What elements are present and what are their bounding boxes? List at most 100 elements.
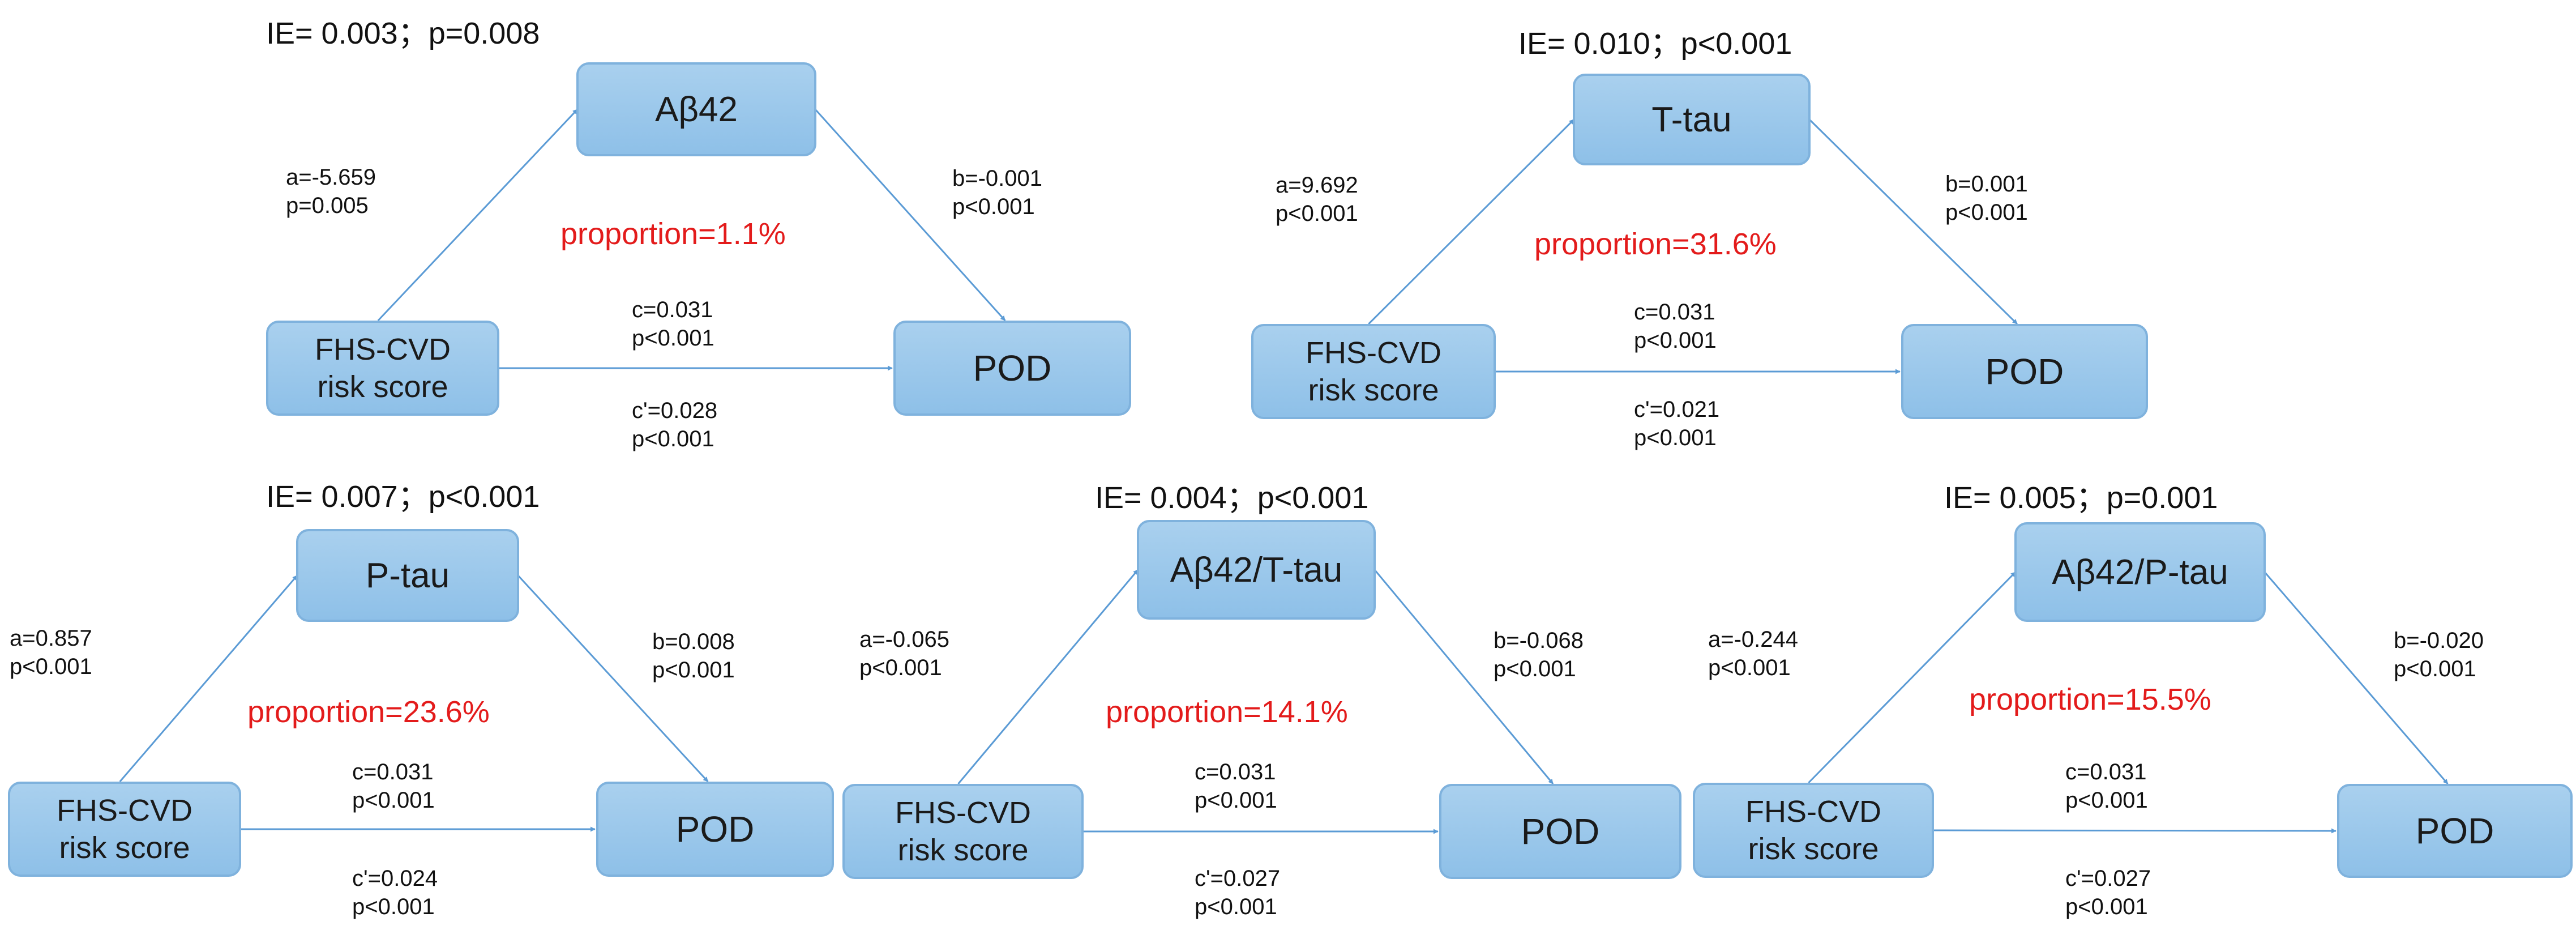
- total-effect-coefficient-value: c=0.031: [1195, 760, 1276, 784]
- path-b-coefficient-p-value: p<0.001: [652, 658, 735, 682]
- arrow-a-path: [377, 108, 579, 322]
- exposure-label-line2: risk score: [1748, 832, 1879, 866]
- outcome-box: POD: [2337, 784, 2573, 878]
- path-b-coefficient-value: b=-0.068: [1494, 628, 1584, 653]
- path-a-coefficient-value: a=9.692: [1276, 173, 1358, 198]
- indirect-effect-label: IE= 0.010；p<0.001: [1518, 27, 1792, 61]
- proportion-mediated-label: proportion=31.6%: [1534, 227, 1777, 261]
- direct-effect-coefficient: c'=0.024 p<0.001: [352, 864, 438, 921]
- path-a-coefficient-p-value: p<0.001: [10, 654, 92, 679]
- direct-effect-coefficient-value: c'=0.024: [352, 866, 438, 891]
- path-b-coefficient-p-value: p<0.001: [2394, 656, 2476, 681]
- indirect-effect-label: IE= 0.005；p=0.001: [1944, 481, 2218, 515]
- path-b-coefficient-value: b=0.008: [652, 629, 735, 654]
- path-a-coefficient-p-value: p<0.001: [859, 655, 942, 680]
- path-b-coefficient-value: b=0.001: [1945, 172, 2028, 197]
- exposure-label-line1: FHS-CVD: [57, 794, 192, 827]
- total-effect-coefficient-p-value: p<0.001: [1634, 328, 1717, 353]
- exposure-label-line2: risk score: [897, 833, 1029, 867]
- direct-effect-coefficient: c'=0.027 p<0.001: [1195, 864, 1280, 921]
- path-b-coefficient-value: b=-0.001: [952, 166, 1043, 191]
- path-a-coefficient-value: a=-5.659: [286, 165, 376, 190]
- path-a-coefficient-value: a=-0.065: [859, 627, 950, 652]
- path-b-coefficient-value: b=-0.020: [2394, 628, 2484, 653]
- total-effect-coefficient-p-value: p<0.001: [1195, 788, 1277, 813]
- indirect-effect-label: IE= 0.007；p<0.001: [266, 480, 540, 514]
- arrow-b-path: [1373, 569, 1554, 784]
- path-b-coefficient-p-value: p<0.001: [952, 194, 1035, 219]
- path-a-coefficient: a=0.857 p<0.001: [10, 624, 92, 681]
- total-effect-coefficient: c=0.031 p<0.001: [2065, 758, 2148, 814]
- direct-effect-coefficient-p-value: p<0.001: [1634, 425, 1717, 450]
- arrow-a-path: [119, 575, 298, 782]
- total-effect-coefficient-p-value: p<0.001: [2065, 788, 2148, 813]
- outcome-box: POD: [1901, 324, 2148, 419]
- direct-effect-coefficient-value: c'=0.027: [1195, 866, 1281, 891]
- proportion-mediated-label: proportion=15.5%: [1969, 682, 2211, 716]
- total-effect-coefficient-p-value: p<0.001: [632, 326, 714, 351]
- direct-effect-coefficient-p-value: p<0.001: [2065, 894, 2148, 919]
- direct-effect-coefficient-value: c'=0.028: [632, 398, 718, 423]
- mediator-box: T-tau: [1573, 74, 1811, 165]
- total-effect-coefficient-value: c=0.031: [632, 297, 713, 322]
- arrow-direct-path: [1933, 828, 2337, 834]
- outcome-box: POD: [893, 321, 1131, 416]
- path-a-coefficient: a=-0.065 p<0.001: [859, 625, 949, 682]
- proportion-mediated-label: proportion=14.1%: [1106, 695, 1348, 729]
- arrow-a-path: [1368, 118, 1575, 325]
- path-b-coefficient: b=-0.001 p<0.001: [952, 164, 1042, 221]
- path-a-coefficient-p-value: p=0.005: [286, 193, 369, 218]
- exposure-label-line1: FHS-CVD: [315, 332, 451, 366]
- path-a-coefficient-p-value: p<0.001: [1708, 655, 1791, 680]
- proportion-mediated-label: proportion=1.1%: [560, 217, 786, 251]
- path-b-coefficient: b=-0.020 p<0.001: [2394, 626, 2484, 683]
- exposure-label-line1: FHS-CVD: [1745, 795, 1881, 829]
- indirect-effect-label: IE= 0.003；p=0.008: [266, 16, 540, 50]
- mediator-box: P-tau: [296, 529, 519, 622]
- direct-effect-coefficient-p-value: p<0.001: [352, 894, 435, 919]
- total-effect-coefficient-value: c=0.031: [1634, 300, 1715, 325]
- path-b-coefficient: b=0.001 p<0.001: [1945, 170, 2028, 227]
- path-a-coefficient-value: a=0.857: [10, 626, 92, 651]
- total-effect-coefficient: c=0.031 p<0.001: [632, 296, 714, 352]
- direct-effect-coefficient-p-value: p<0.001: [632, 426, 714, 451]
- exposure-label-line1: FHS-CVD: [895, 796, 1031, 830]
- arrow-b-path: [2263, 571, 2449, 784]
- total-effect-coefficient: c=0.031 p<0.001: [352, 758, 435, 814]
- total-effect-coefficient: c=0.031 p<0.001: [1195, 758, 1277, 814]
- direct-effect-coefficient-value: c'=0.021: [1634, 397, 1720, 422]
- arrow-b-path: [814, 108, 1006, 322]
- arrow-a-path: [1808, 571, 2017, 784]
- exposure-label-line2: risk score: [1308, 373, 1439, 407]
- outcome-box: POD: [596, 782, 834, 877]
- proportion-mediated-label: proportion=23.6%: [247, 695, 490, 729]
- direct-effect-coefficient-value: c'=0.027: [2065, 866, 2151, 891]
- direct-effect-coefficient: c'=0.021 p<0.001: [1634, 395, 1719, 452]
- arrow-b-path: [1808, 118, 2018, 325]
- total-effect-coefficient-p-value: p<0.001: [352, 788, 435, 813]
- mediator-box: Aβ42/T-tau: [1137, 520, 1376, 620]
- total-effect-coefficient-value: c=0.031: [352, 760, 434, 784]
- total-effect-coefficient-value: c=0.031: [2065, 760, 2147, 784]
- exposure-box: FHS-CVD risk score: [8, 782, 241, 877]
- direct-effect-coefficient: c'=0.027 p<0.001: [2065, 864, 2151, 921]
- path-b-coefficient-p-value: p<0.001: [1945, 200, 2028, 225]
- direct-effect-coefficient: c'=0.028 p<0.001: [632, 396, 717, 453]
- exposure-label-line2: risk score: [59, 831, 190, 865]
- exposure-label-line1: FHS-CVD: [1306, 336, 1441, 370]
- outcome-box: POD: [1439, 784, 1681, 879]
- arrow-b-path: [517, 574, 709, 783]
- direct-effect-coefficient-p-value: p<0.001: [1195, 894, 1277, 919]
- mediator-box: Aβ42: [576, 62, 816, 156]
- mediator-box: Aβ42/P-tau: [2014, 522, 2266, 622]
- path-a-coefficient: a=-5.659 p=0.005: [286, 163, 376, 220]
